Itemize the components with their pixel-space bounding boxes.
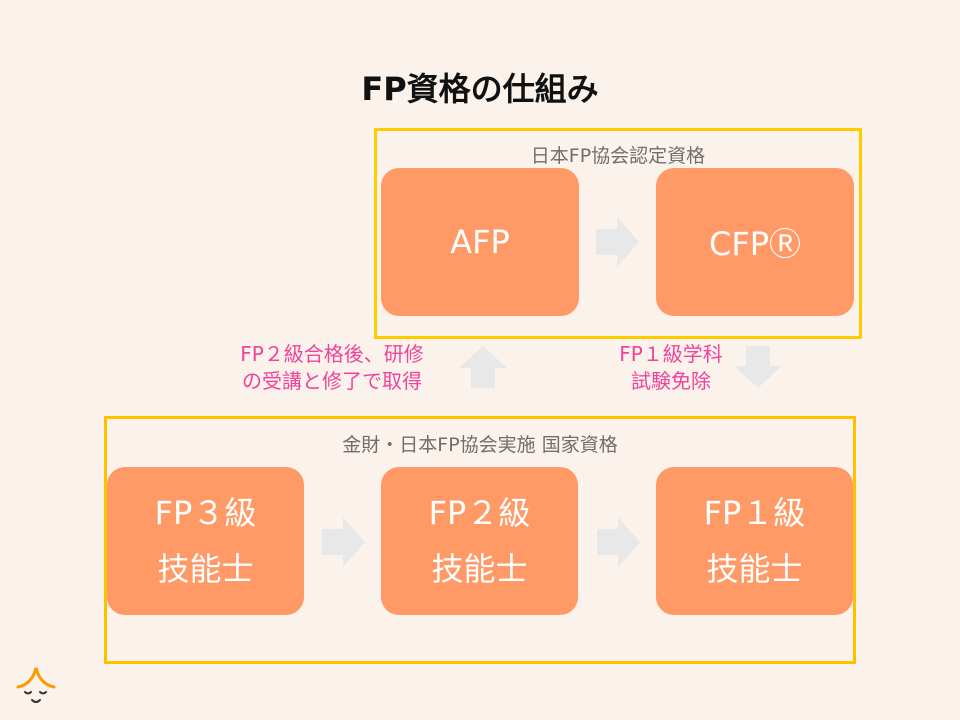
certification-group-label: 日本FP協会認定資格	[530, 145, 706, 167]
fp1-grade-label: FP１級	[703, 494, 806, 532]
fp2-box: FP２級 技能士	[381, 467, 578, 615]
note-line: FP２級合格後、研修	[240, 342, 424, 366]
arrow-down-icon	[734, 346, 782, 388]
fp1-title-label: 技能士	[706, 550, 803, 588]
arrow-right-icon	[596, 217, 639, 267]
fp3-grade-label: FP３級	[154, 494, 257, 532]
note-line: FP１級学科	[619, 342, 723, 366]
fp3-box: FP３級 技能士	[107, 467, 304, 615]
exam-exemption-note: FP１級学科 試験免除	[586, 341, 756, 395]
fp2-title-label: 技能士	[431, 550, 528, 588]
arrow-right-icon	[597, 517, 640, 567]
page-title: FP資格の仕組み	[361, 70, 599, 108]
national-qualification-group-label: 金財・日本FP協会実施 国家資格	[342, 434, 618, 456]
note-line: の受講と修了で取得	[242, 369, 422, 393]
cfp-box: CFPⓇ	[656, 168, 854, 316]
cfp-label: CFPⓇ	[708, 225, 802, 263]
fp2-grade-label: FP２級	[428, 494, 531, 532]
afp-label: AFP	[450, 223, 510, 261]
arrow-up-icon	[459, 346, 507, 388]
certification-group-frame	[374, 128, 862, 339]
fp3-title-label: 技能士	[157, 550, 254, 588]
afp-box: AFP	[381, 168, 579, 316]
fp1-box: FP１級 技能士	[656, 467, 853, 615]
arrow-right-icon	[322, 517, 365, 567]
afp-requirement-note: FP２級合格後、研修 の受講と修了で取得	[212, 341, 452, 395]
note-line: 試験免除	[631, 369, 711, 393]
national-qualification-group-frame	[104, 416, 856, 664]
sleeping-face-logo-icon	[16, 667, 56, 703]
